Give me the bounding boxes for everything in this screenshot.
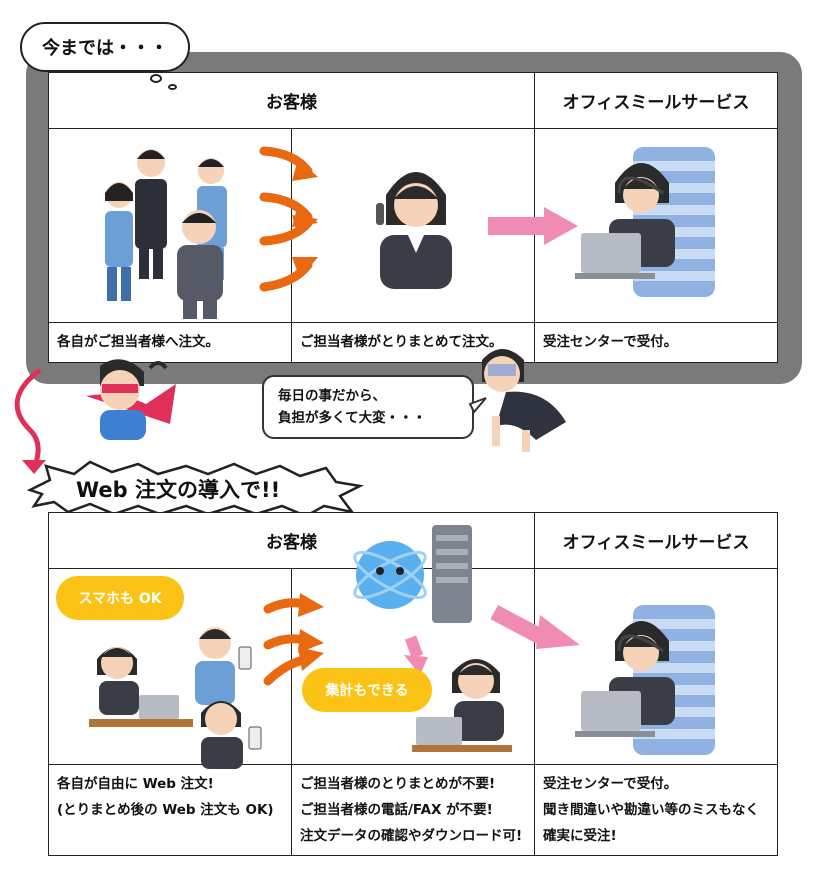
before-customers-cell xyxy=(48,128,292,323)
after-desc-line: 各自が自由に Web 注文! xyxy=(57,776,214,792)
tired-worker-illustration xyxy=(468,349,566,452)
after-service-cell xyxy=(534,568,778,765)
flying-hero-illustration xyxy=(86,359,176,440)
after-header-service: オフィスミールサービス xyxy=(534,512,778,569)
before-thought-bubble: 今までは・・・ xyxy=(20,22,190,72)
aggregate-badge: 集計もできる xyxy=(302,668,432,712)
staff-group-illustration xyxy=(105,149,227,319)
admin-at-laptop-illustration xyxy=(412,659,512,752)
before-desc-2: ご担当者様がとりまとめて注文。 xyxy=(291,322,535,363)
before-desc-3: 受注センターで受付。 xyxy=(534,322,778,363)
before-service-cell xyxy=(534,128,778,323)
after-desc-2: ご担当者様のとりまとめが不要! ご担当者様の電話/FAX が不要! 注文データの… xyxy=(291,764,535,856)
bubble-puff xyxy=(150,74,162,83)
bubble-puff xyxy=(168,84,177,90)
hero-arrow xyxy=(14,368,46,474)
after-desc-line: 聞き間違いや勘違い等のミスもなく xyxy=(543,802,759,818)
speech-line: 負担が多くて大変・・・ xyxy=(278,410,427,426)
after-desc-line: (とりまとめ後の Web 注文も OK) xyxy=(57,802,274,818)
after-banner-title: Web 注文の導入で!! xyxy=(76,478,281,502)
before-flow-table: お客様 オフィスミールサービス xyxy=(48,72,778,363)
before-desc-1: 各自がご担当者様へ注文。 xyxy=(48,322,292,363)
complaint-speech-bubble: 毎日の事だから、 負担が多くて大変・・・ xyxy=(262,375,474,439)
speech-line: 毎日の事だから、 xyxy=(278,388,386,404)
after-desc-line: ご担当者様のとりまとめが不要! xyxy=(300,776,496,792)
call-center-illustration xyxy=(575,147,715,297)
after-desc-3: 受注センターで受付。 聞き間違いや勘違い等のミスもなく 確実に受注! xyxy=(534,764,778,856)
after-desc-line: 受注センターで受付。 xyxy=(543,776,678,792)
smartphone-ok-badge: スマホも OK xyxy=(56,576,184,620)
after-flow-table: お客様 オフィスミールサービス xyxy=(48,512,778,856)
pink-down-arrow xyxy=(404,635,428,675)
banner-burst xyxy=(26,460,364,518)
after-desc-line: 注文データの確認やダウンロード可! xyxy=(300,828,523,844)
orange-arrows xyxy=(263,593,324,686)
phone-operator-illustration xyxy=(376,172,452,289)
before-header-customer: お客様 xyxy=(48,72,535,129)
after-desc-line: 確実に受注! xyxy=(543,828,617,844)
before-header-service: オフィスミールサービス xyxy=(534,72,778,129)
orange-arrows xyxy=(259,146,318,292)
after-desc-line: ご担当者様の電話/FAX が不要! xyxy=(300,802,493,818)
before-coordinator-cell xyxy=(259,128,578,323)
web-ordering-staff-illustration xyxy=(89,627,262,769)
after-desc-1: 各自が自由に Web 注文! (とりまとめ後の Web 注文も OK) xyxy=(48,764,292,856)
after-system-cell xyxy=(263,525,580,765)
call-center-illustration xyxy=(575,605,715,755)
web-server-globe-illustration xyxy=(353,525,472,623)
